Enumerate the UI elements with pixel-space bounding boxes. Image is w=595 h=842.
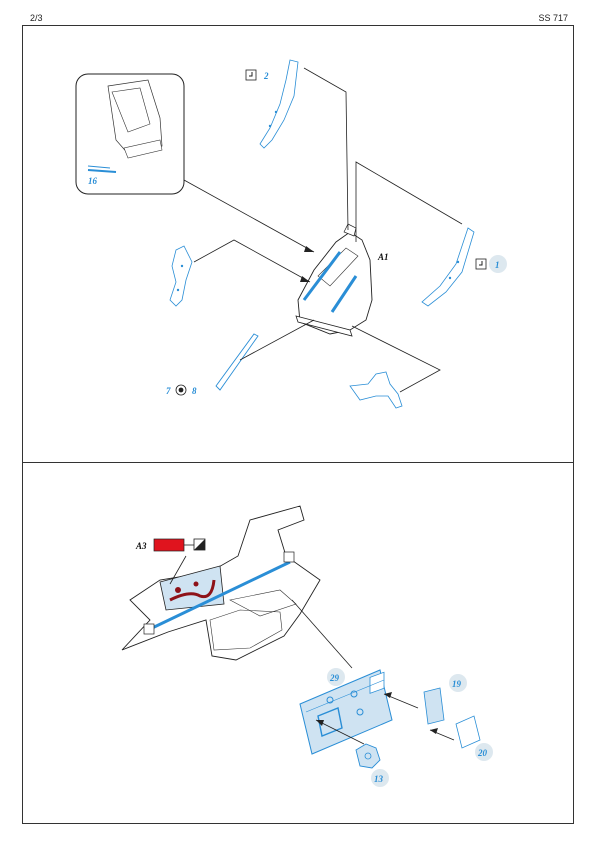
console-assembly xyxy=(121,505,321,661)
callout-2: 2 xyxy=(263,71,269,81)
set-code: SS 717 xyxy=(538,13,568,23)
left-belt xyxy=(169,245,193,307)
part-2-strap xyxy=(259,59,299,149)
part-13 xyxy=(355,743,381,769)
callout-19: 19 xyxy=(452,679,462,689)
callout-20: 20 xyxy=(477,748,488,758)
seat-a1 xyxy=(295,223,373,337)
part-label-a1: A1 xyxy=(377,252,389,262)
instrument-panel-29 xyxy=(299,669,393,755)
part-1-strap xyxy=(421,227,475,307)
part-label-a3: A3 xyxy=(135,541,147,551)
page-number: 2/3 xyxy=(30,13,43,23)
callout-29: 29 xyxy=(329,673,340,683)
bottom-instruction-panel xyxy=(22,462,574,824)
callout-8: 8 xyxy=(192,386,197,396)
callout-13: 13 xyxy=(374,774,384,784)
callout-1: 1 xyxy=(495,260,500,270)
callout-16: 16 xyxy=(88,176,98,186)
part-20 xyxy=(455,715,481,749)
buckle-part xyxy=(349,371,403,409)
inset-detail xyxy=(75,73,185,195)
red-paint-swatch xyxy=(153,538,185,552)
callout-7: 7 xyxy=(166,386,171,396)
bend-symbol-1 xyxy=(475,258,487,270)
part-19 xyxy=(423,687,445,725)
part-7-8-strip xyxy=(215,333,259,391)
bend-symbol-2 xyxy=(245,69,257,81)
